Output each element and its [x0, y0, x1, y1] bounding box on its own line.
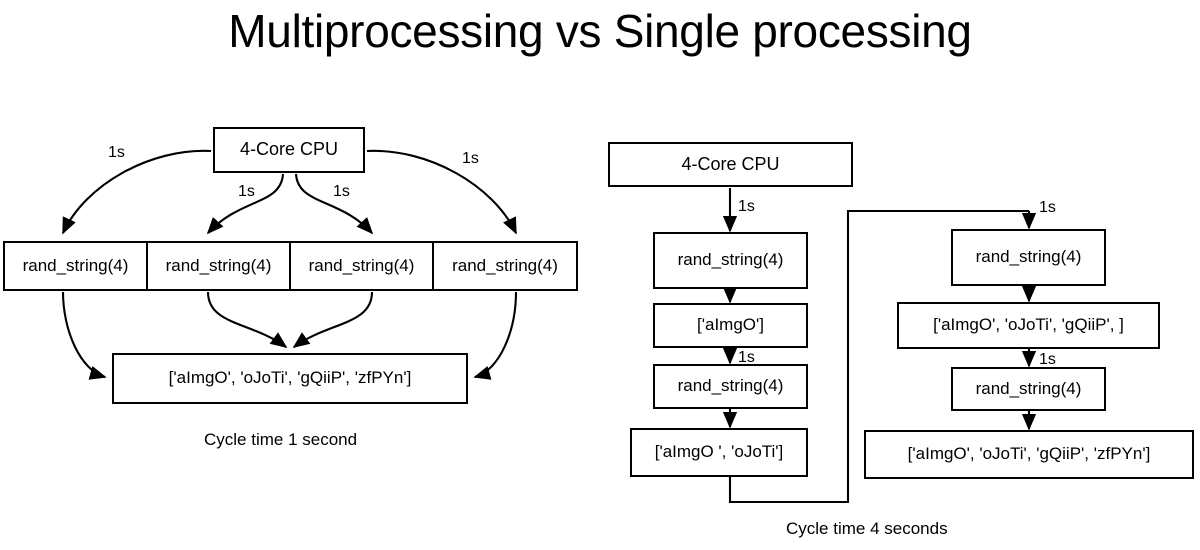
wraparound-connector: [728, 209, 1029, 504]
left-worker-label-4: rand_string(4): [452, 255, 558, 275]
right-col2-label-2: ['aImgO', 'oJoTi', 'gQiiP', ]: [933, 315, 1124, 335]
arrow-worker-4-to-result: [473, 291, 518, 380]
left-cpu-box[interactable]: 4-Core CPU: [213, 127, 365, 173]
right-cpu-box[interactable]: 4-Core CPU: [608, 142, 853, 187]
left-worker-label-2: rand_string(4): [165, 255, 272, 275]
left-caption: Cycle time 1 second: [204, 430, 358, 449]
left-worker-label-3: rand_string(4): [308, 255, 415, 275]
left-result-box[interactable]: ['aImgO', 'oJoTi', 'gQiiP', 'zfPYn']: [112, 353, 468, 404]
right-col2-box-2[interactable]: ['aImgO', 'oJoTi', 'gQiiP', ]: [897, 302, 1160, 349]
right-col2-label-3: rand_string(4): [975, 378, 1082, 398]
right-col1-box-1[interactable]: rand_string(4): [653, 232, 808, 289]
arrow-cpu-to-worker-1: [62, 149, 212, 235]
arrow-cpu-to-worker-3: [294, 173, 374, 235]
right-col1-label-1: rand_string(4): [677, 250, 784, 270]
arrow-worker-2-to-result: [206, 291, 288, 348]
left-result-label: ['aImgO', 'oJoTi', 'gQiiP', 'zfPYn']: [168, 368, 412, 388]
arrow-cpu-to-worker-4: [366, 149, 517, 235]
right-col2-label-4: ['aImgO', 'oJoTi', 'gQiiP', 'zfPYn']: [907, 444, 1151, 464]
right-edge-label-4: 1s: [1039, 351, 1056, 368]
right-col2-label-1: rand_string(4): [975, 247, 1082, 267]
right-col2-box-1[interactable]: rand_string(4): [951, 229, 1106, 286]
left-edge-label-4: 1s: [462, 150, 479, 167]
left-worker-box-3[interactable]: rand_string(4): [289, 241, 434, 291]
left-edge-label-1: 1s: [108, 144, 125, 161]
left-worker-box-4[interactable]: rand_string(4): [432, 241, 578, 291]
right-cpu-label: 4-Core CPU: [681, 153, 780, 174]
right-col2-box-3[interactable]: rand_string(4): [951, 367, 1106, 411]
right-edge-label-2: 1s: [738, 349, 755, 366]
right-edge-label-1: 1s: [738, 198, 755, 215]
right-edge-label-3: 1s: [1039, 199, 1056, 216]
right-caption: Cycle time 4 seconds: [786, 519, 948, 538]
right-col1-label-2: ['aImgO']: [697, 315, 764, 335]
right-col2-box-4[interactable]: ['aImgO', 'oJoTi', 'gQiiP', 'zfPYn']: [864, 430, 1194, 479]
page-title: Multiprocessing vs Single processing: [228, 5, 972, 57]
left-cpu-label: 4-Core CPU: [239, 139, 339, 160]
right-col1-box-2[interactable]: ['aImgO']: [653, 303, 808, 348]
left-edge-label-3: 1s: [333, 183, 350, 200]
arrow-worker-3-to-result: [292, 291, 374, 348]
left-edge-label-2: 1s: [238, 183, 255, 200]
right-col1-box-3[interactable]: rand_string(4): [653, 364, 808, 409]
right-col1-label-3: rand_string(4): [677, 376, 784, 396]
left-worker-label-1: rand_string(4): [22, 255, 129, 275]
arrow-cpu-to-worker-2: [206, 173, 285, 235]
left-worker-box-1[interactable]: rand_string(4): [3, 241, 148, 291]
arrow-worker-1-to-result: [61, 291, 107, 380]
right-col1-box-4[interactable]: ['aImgO ', 'oJoTi']: [630, 428, 808, 477]
left-worker-box-2[interactable]: rand_string(4): [146, 241, 291, 291]
right-col1-label-4: ['aImgO ', 'oJoTi']: [654, 442, 784, 462]
